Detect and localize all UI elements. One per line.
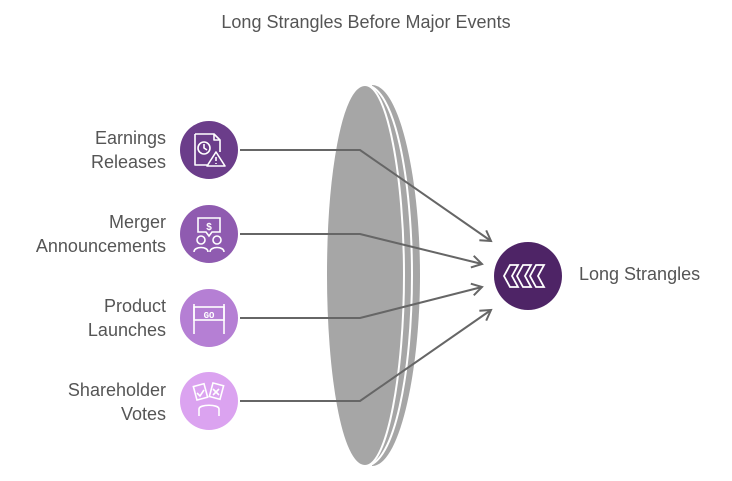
diagram-title: Long Strangles Before Major Events [221, 12, 511, 32]
double-chevron-left-icon [502, 264, 546, 288]
long-strangles-label: Long Strangles [579, 264, 701, 284]
merger-label: Merger Announcements [36, 210, 166, 258]
connector-merger [240, 233, 484, 269]
product-label-line2: Launches [87, 320, 166, 340]
merger-label-line2: Announcements [35, 236, 166, 256]
earnings-label-line1: Earnings [94, 128, 166, 148]
earnings-node [180, 121, 238, 179]
shareholder-label-line1: Shareholder [67, 380, 166, 400]
connector-product [240, 282, 484, 319]
ballot-box-icon [192, 381, 225, 416]
svg-text:$: $ [206, 222, 212, 233]
go-sign-icon: GO [193, 304, 225, 334]
connector-shareholder [240, 308, 493, 402]
merger-node: $ [180, 205, 238, 263]
shareholder-label: Shareholder Votes [68, 378, 166, 426]
lens-shape [324, 83, 420, 468]
product-node: GO [180, 289, 238, 347]
connector-earnings [240, 149, 493, 243]
people-dollar-chat-icon: $ [193, 217, 225, 253]
product-label: Product Launches [88, 294, 166, 342]
earnings-label: Earnings Releases [91, 126, 166, 174]
long-strangles-node [494, 242, 562, 310]
merger-label-line1: Merger [108, 212, 166, 232]
shareholder-node [180, 372, 238, 430]
document-clock-warning-icon [194, 133, 226, 167]
product-label-line1: Product [103, 296, 166, 316]
earnings-label-line2: Releases [90, 152, 166, 172]
svg-text:GO: GO [204, 311, 215, 321]
shareholder-label-line2: Votes [120, 404, 166, 424]
